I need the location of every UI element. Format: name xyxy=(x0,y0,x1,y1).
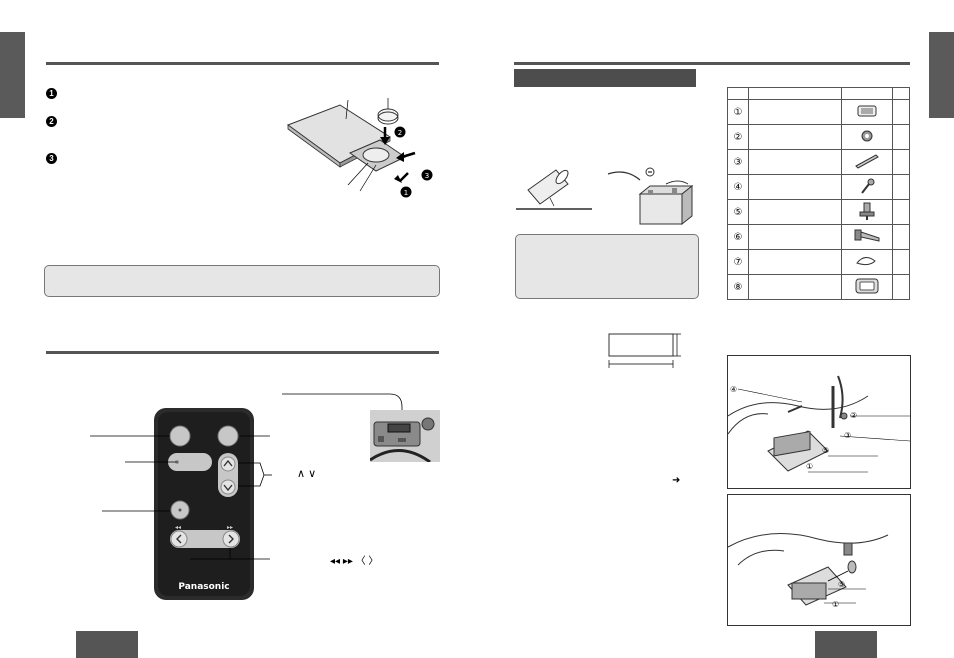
diagram1-label-1: ① xyxy=(806,462,813,471)
battery-replacement-illustration: 2 3 1 xyxy=(286,98,433,198)
table-row: ⑧ xyxy=(727,274,910,300)
installation-diagram-1: ④ ② ③ ⑤ ① xyxy=(727,355,911,489)
remote-control-illustration: ◂◂ ▸▸ Panasonic xyxy=(154,408,254,600)
caution-note-box-left xyxy=(44,265,440,297)
hex-bolt-icon xyxy=(854,229,880,242)
page-number-box-right xyxy=(815,631,877,658)
step-marker-3: 3 xyxy=(46,153,57,164)
mounting-strap-icon xyxy=(855,153,879,169)
diagram2-label-1: ① xyxy=(832,600,839,609)
remote-callout-lines xyxy=(90,393,403,560)
battery-terminal-illustration xyxy=(516,167,694,226)
skip-arrow-label: ◂◂ ▸▸ 〈 〉 xyxy=(330,556,379,567)
diagram1-label-5: ⑤ xyxy=(822,446,829,455)
section-rule-top-right xyxy=(514,62,910,65)
left-edge-tab xyxy=(0,32,25,118)
trim-plate-icon xyxy=(855,278,879,293)
svg-text:◂◂: ◂◂ xyxy=(175,524,181,531)
dashboard-sensor-illustration xyxy=(370,410,440,462)
up-down-arrow-label: ∧ ∨ xyxy=(297,468,317,480)
table-row: ④ xyxy=(727,174,910,200)
unit-dimension-drawing xyxy=(608,333,681,368)
right-edge-tab xyxy=(929,32,954,118)
arrow-marker-3: 3 xyxy=(425,172,429,180)
installation-diagram-2: ⑤ ① xyxy=(727,494,911,626)
part-number: ⑥ xyxy=(727,224,749,250)
table-row: ① xyxy=(727,99,910,125)
parts-table: ① ② ③ ④ ⑤ ⑥ ⑦ ⑧ xyxy=(727,87,910,300)
page-arrow-icon: ➜ xyxy=(672,475,681,486)
section-rule-top-left xyxy=(46,62,439,65)
step-marker-1: 1 xyxy=(46,88,57,99)
arrow-marker-2: 2 xyxy=(398,129,402,137)
power-cord-icon xyxy=(856,256,876,265)
tapping-screw-icon xyxy=(861,178,875,194)
diagram1-label-4: ④ xyxy=(730,385,737,394)
page-number-box-left xyxy=(76,631,138,658)
hex-nut-icon xyxy=(861,130,873,141)
part-number: ④ xyxy=(727,174,749,200)
part-number: ③ xyxy=(727,149,749,175)
section-rule-middle-left xyxy=(46,351,439,354)
mounting-collar-icon xyxy=(857,105,877,116)
part-number: ⑧ xyxy=(727,274,749,300)
mounting-bolt-icon xyxy=(859,202,875,220)
table-row: ⑤ xyxy=(727,199,910,225)
parts-table-header xyxy=(727,87,910,100)
step-marker-2: 2 xyxy=(46,116,57,127)
part-number: ② xyxy=(727,124,749,150)
table-row: ⑥ xyxy=(727,224,910,250)
part-number: ① xyxy=(727,99,749,125)
arrow-marker-1: 1 xyxy=(404,189,408,197)
diagram2-label-5: ⑤ xyxy=(838,580,845,589)
table-row: ⑦ xyxy=(727,249,910,275)
diagram1-label-2: ② xyxy=(850,411,857,420)
table-row: ③ xyxy=(727,149,910,175)
diagram1-label-3: ③ xyxy=(844,431,851,440)
section-heading-bar xyxy=(514,69,696,87)
svg-text:▸▸: ▸▸ xyxy=(227,524,233,531)
table-row: ② xyxy=(727,124,910,150)
part-number: ⑦ xyxy=(727,249,749,275)
remote-brand-logo: Panasonic xyxy=(178,582,229,592)
part-number: ⑤ xyxy=(727,199,749,225)
caution-note-box-right xyxy=(515,234,699,299)
